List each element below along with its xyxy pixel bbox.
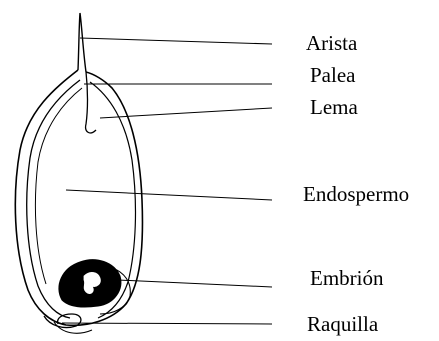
leader-raquilla [62,323,272,324]
arista-shape [78,13,86,72]
label-embrion: Embrión [310,268,384,289]
label-lema: Lema [310,97,358,118]
lema-hook [86,72,96,133]
label-raquilla: Raquilla [307,314,378,335]
leader-arista [80,38,272,44]
label-arista: Arista [306,33,357,54]
leader-embrion [118,280,272,287]
hull-layer [35,88,82,284]
label-palea: Palea [310,65,355,86]
leader-endospermo [66,190,272,200]
label-endospermo: Endospermo [303,184,409,205]
